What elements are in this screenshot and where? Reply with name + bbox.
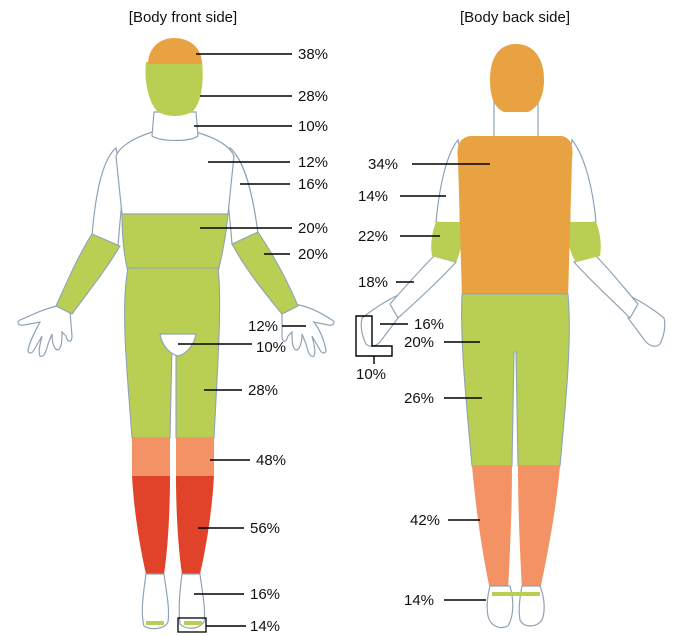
front-right-forearm [232, 232, 298, 314]
back-percent-labels: 34% 14% 22% 18% 16% 20% 10% 26% 42% 14% [356, 156, 444, 609]
front-label-hand: 12% [248, 318, 278, 335]
back-label-torso: 34% [368, 156, 398, 173]
back-right-elbow [567, 222, 600, 262]
front-right-shin [176, 476, 214, 574]
front-left-foot [142, 574, 168, 629]
back-label-forearm: 18% [358, 274, 388, 291]
back-label-thigh: 26% [404, 390, 434, 407]
back-side-title: [Body back side] [460, 9, 570, 26]
front-label-face: 28% [298, 88, 328, 105]
front-abdomen [122, 214, 228, 272]
back-label-upper-arm: 14% [358, 188, 388, 205]
front-label-foot: 16% [250, 586, 280, 603]
front-label-knee: 48% [256, 452, 286, 469]
front-label-shin: 56% [250, 520, 280, 537]
back-heels [492, 592, 540, 596]
front-label-abdomen: 20% [298, 220, 328, 237]
back-left-calf [472, 466, 512, 590]
front-body-figure [18, 38, 334, 632]
front-label-thigh: 28% [248, 382, 278, 399]
front-face [145, 62, 202, 116]
front-neck [152, 112, 198, 141]
front-label-chest: 12% [298, 154, 328, 171]
front-hair [148, 38, 202, 64]
front-label-neck: 10% [298, 118, 328, 135]
front-label-toes: 14% [250, 618, 280, 635]
back-left-elbow [431, 222, 462, 262]
back-torso [458, 136, 573, 298]
front-left-hand [18, 306, 72, 356]
front-left-knee [132, 438, 170, 476]
back-left-forearm [390, 256, 456, 318]
front-right-foot [179, 574, 204, 628]
front-label-forearm: 20% [298, 246, 328, 263]
front-toes-left [146, 621, 164, 625]
front-left-shin [132, 476, 170, 574]
back-right-forearm [574, 256, 638, 318]
front-label-upper-arm: 16% [298, 176, 328, 193]
front-label-groin: 10% [256, 339, 286, 356]
back-head [490, 44, 544, 112]
back-label-elbow: 22% [358, 228, 388, 245]
front-chest [116, 132, 234, 214]
back-label-fingers: 10% [356, 366, 386, 383]
front-right-hand [282, 304, 334, 356]
back-right-calf [518, 466, 560, 590]
back-buttocks-thighs [462, 294, 570, 466]
back-label-hand: 16% [414, 316, 444, 333]
front-side-title: [Body front side] [129, 9, 237, 26]
back-label-calf: 42% [410, 512, 440, 529]
front-toes-right [184, 621, 202, 625]
front-left-forearm [56, 234, 120, 314]
back-label-buttocks: 20% [404, 334, 434, 351]
front-label-hair: 38% [298, 46, 328, 63]
back-body-figure [356, 44, 665, 628]
front-right-knee [176, 438, 214, 476]
back-label-heel: 14% [404, 592, 434, 609]
